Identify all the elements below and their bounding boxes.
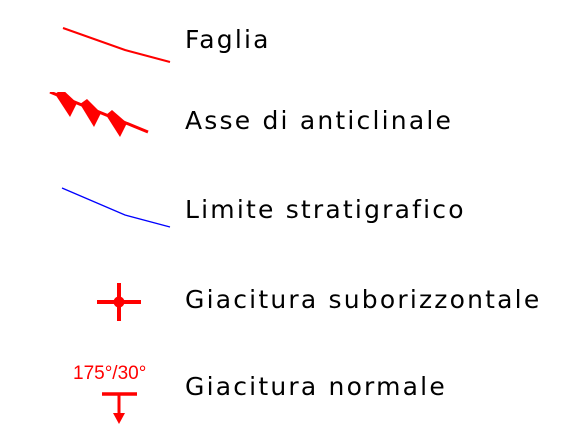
normal-bedding-icon: 175°/30° [73,363,146,424]
legend-item-limite-stratigrafico: Limite stratigrafico [0,180,565,240]
horizontal-bedding-icon [97,283,141,321]
legend-item-giacitura-normale: 175°/30° Giacitura normale [0,352,565,424]
legend-item-asse-di-anticlinale: Asse di anticlinale [0,92,565,152]
attitude-value: 175°/30° [73,363,146,384]
legend-label-limite-stratigrafico: Limite stratigrafico [185,195,466,224]
legend-item-giacitura-suborizzontale: Giacitura suborizzontale [0,270,565,330]
stratigraphic-boundary-icon [61,187,171,228]
legend-label-giacitura-suborizzontale: Giacitura suborizzontale [185,285,542,314]
legend-item-faglia: Faglia [0,10,565,70]
legend-label-asse-di-anticlinale: Asse di anticlinale [185,106,454,135]
anticline-axis-icon [49,92,149,137]
legend-label-faglia: Faglia [185,25,271,54]
legend-label-giacitura-normale: Giacitura normale [185,372,447,401]
fault-line-icon [62,27,171,63]
